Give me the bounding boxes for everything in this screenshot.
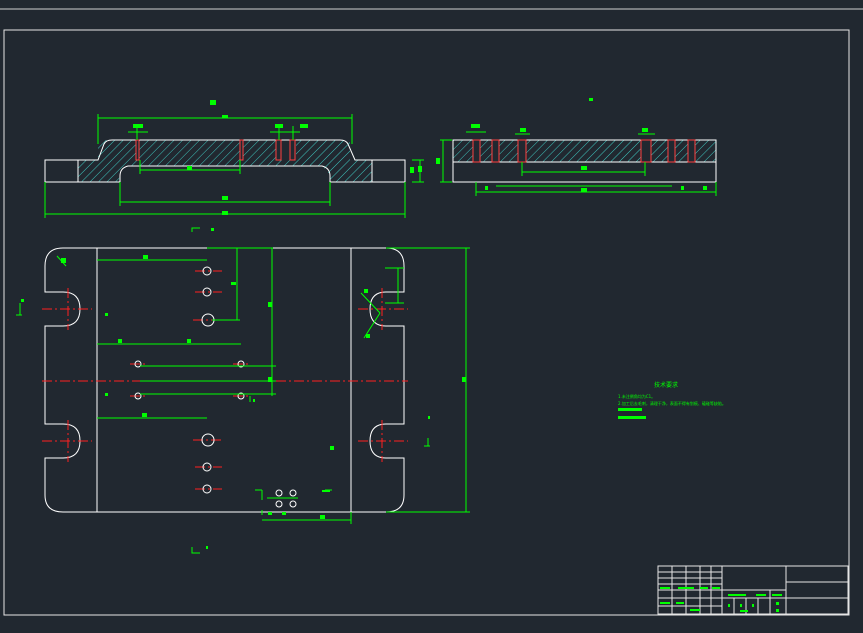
tech-req-title: 技术要求	[654, 381, 678, 389]
plan-outline	[44, 247, 405, 513]
title-block-text	[660, 587, 782, 612]
technical-requirements: 技术要求 1.未注倒角均为C1。 2.加工后去毛刺，清理干净，表面不得有划痕、磕…	[618, 381, 726, 419]
plan-holes	[134, 266, 297, 508]
section-marker-b	[191, 547, 200, 554]
plan-dim-text	[21, 255, 466, 519]
tech-req-line-1: 1.未注倒角均为C1。	[618, 393, 655, 399]
drawing-frame	[3, 29, 850, 616]
tech-req-line-2: 2.加工后去毛刺，清理干净，表面不得有划痕、磕碰等缺陷。	[618, 400, 726, 406]
side-view-dim-text	[436, 98, 707, 192]
side-section-view	[436, 98, 717, 196]
front-section-view	[44, 100, 424, 232]
side-view-dimensions	[440, 131, 717, 196]
front-view-dim-text	[133, 100, 422, 215]
plan-dimensions	[16, 247, 470, 524]
plan-view	[16, 247, 470, 554]
section-marker-a	[191, 227, 200, 232]
front-section-hatch	[78, 140, 372, 182]
side-section-bores	[472, 139, 696, 163]
title-block	[657, 565, 849, 615]
